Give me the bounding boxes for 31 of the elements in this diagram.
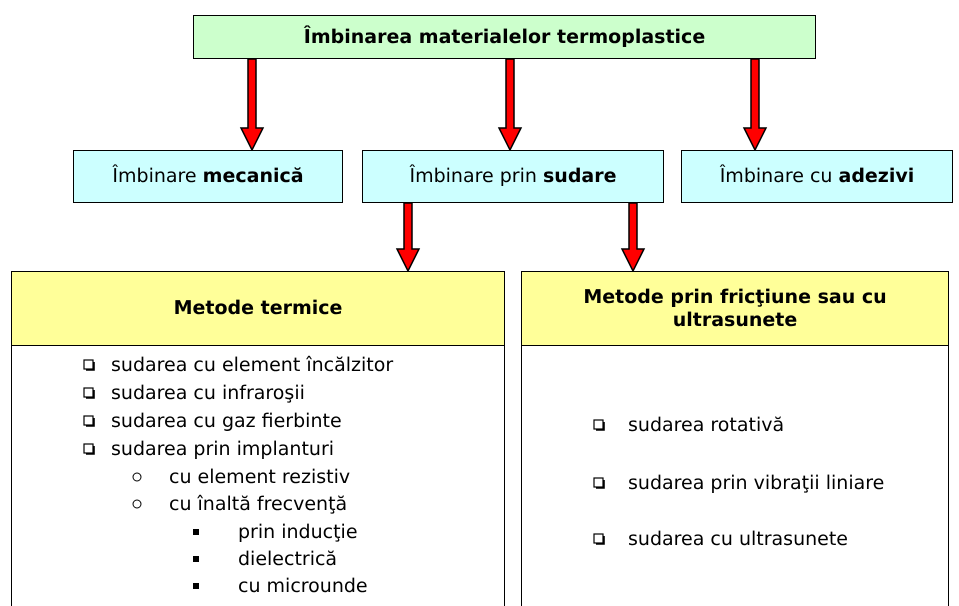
arrow — [498, 58, 522, 152]
method-header-box — [11, 271, 505, 346]
arrow — [240, 58, 264, 152]
list-item-text: sudarea cu gaz fierbinte — [111, 410, 342, 432]
category-box — [681, 150, 953, 203]
node-label: Metode prin fricţiune sau cu ultrasunete — [582, 286, 888, 332]
list-item-text: sudarea cu ultrasunete — [628, 528, 848, 550]
node-label: Îmbinare mecanică — [111, 165, 305, 188]
title-box — [193, 15, 816, 59]
list-item-text: sudarea prin vibraţii liniare — [628, 472, 884, 494]
method-header-box — [521, 271, 949, 346]
list-item-text: sudarea cu infraroşii — [111, 382, 305, 404]
method-list-box — [521, 345, 949, 606]
list-item-text: cu microunde — [238, 575, 368, 597]
node-label: Metode termice — [172, 297, 344, 320]
list-item-text: dielectrică — [238, 548, 338, 570]
node-label: Îmbinarea materialelor termoplastice — [302, 26, 706, 48]
node-label: Îmbinare cu adezivi — [718, 165, 916, 188]
list-item-text: sudarea prin implanturi — [111, 438, 334, 460]
arrow — [396, 202, 420, 273]
arrow — [620, 202, 646, 273]
category-box — [362, 150, 664, 203]
method-list-box — [11, 345, 505, 606]
list-item-text: sudarea rotativă — [628, 414, 784, 436]
list-item-text: sudarea cu element încălzitor — [111, 354, 394, 376]
arrow — [742, 58, 768, 152]
list-item-text: cu înaltă frecvenţă — [169, 493, 348, 515]
node-label: Îmbinare prin sudare — [408, 165, 618, 188]
list-item-text: cu element rezistiv — [169, 466, 350, 488]
category-box — [73, 150, 343, 203]
list-item-text: prin inducţie — [238, 521, 358, 543]
